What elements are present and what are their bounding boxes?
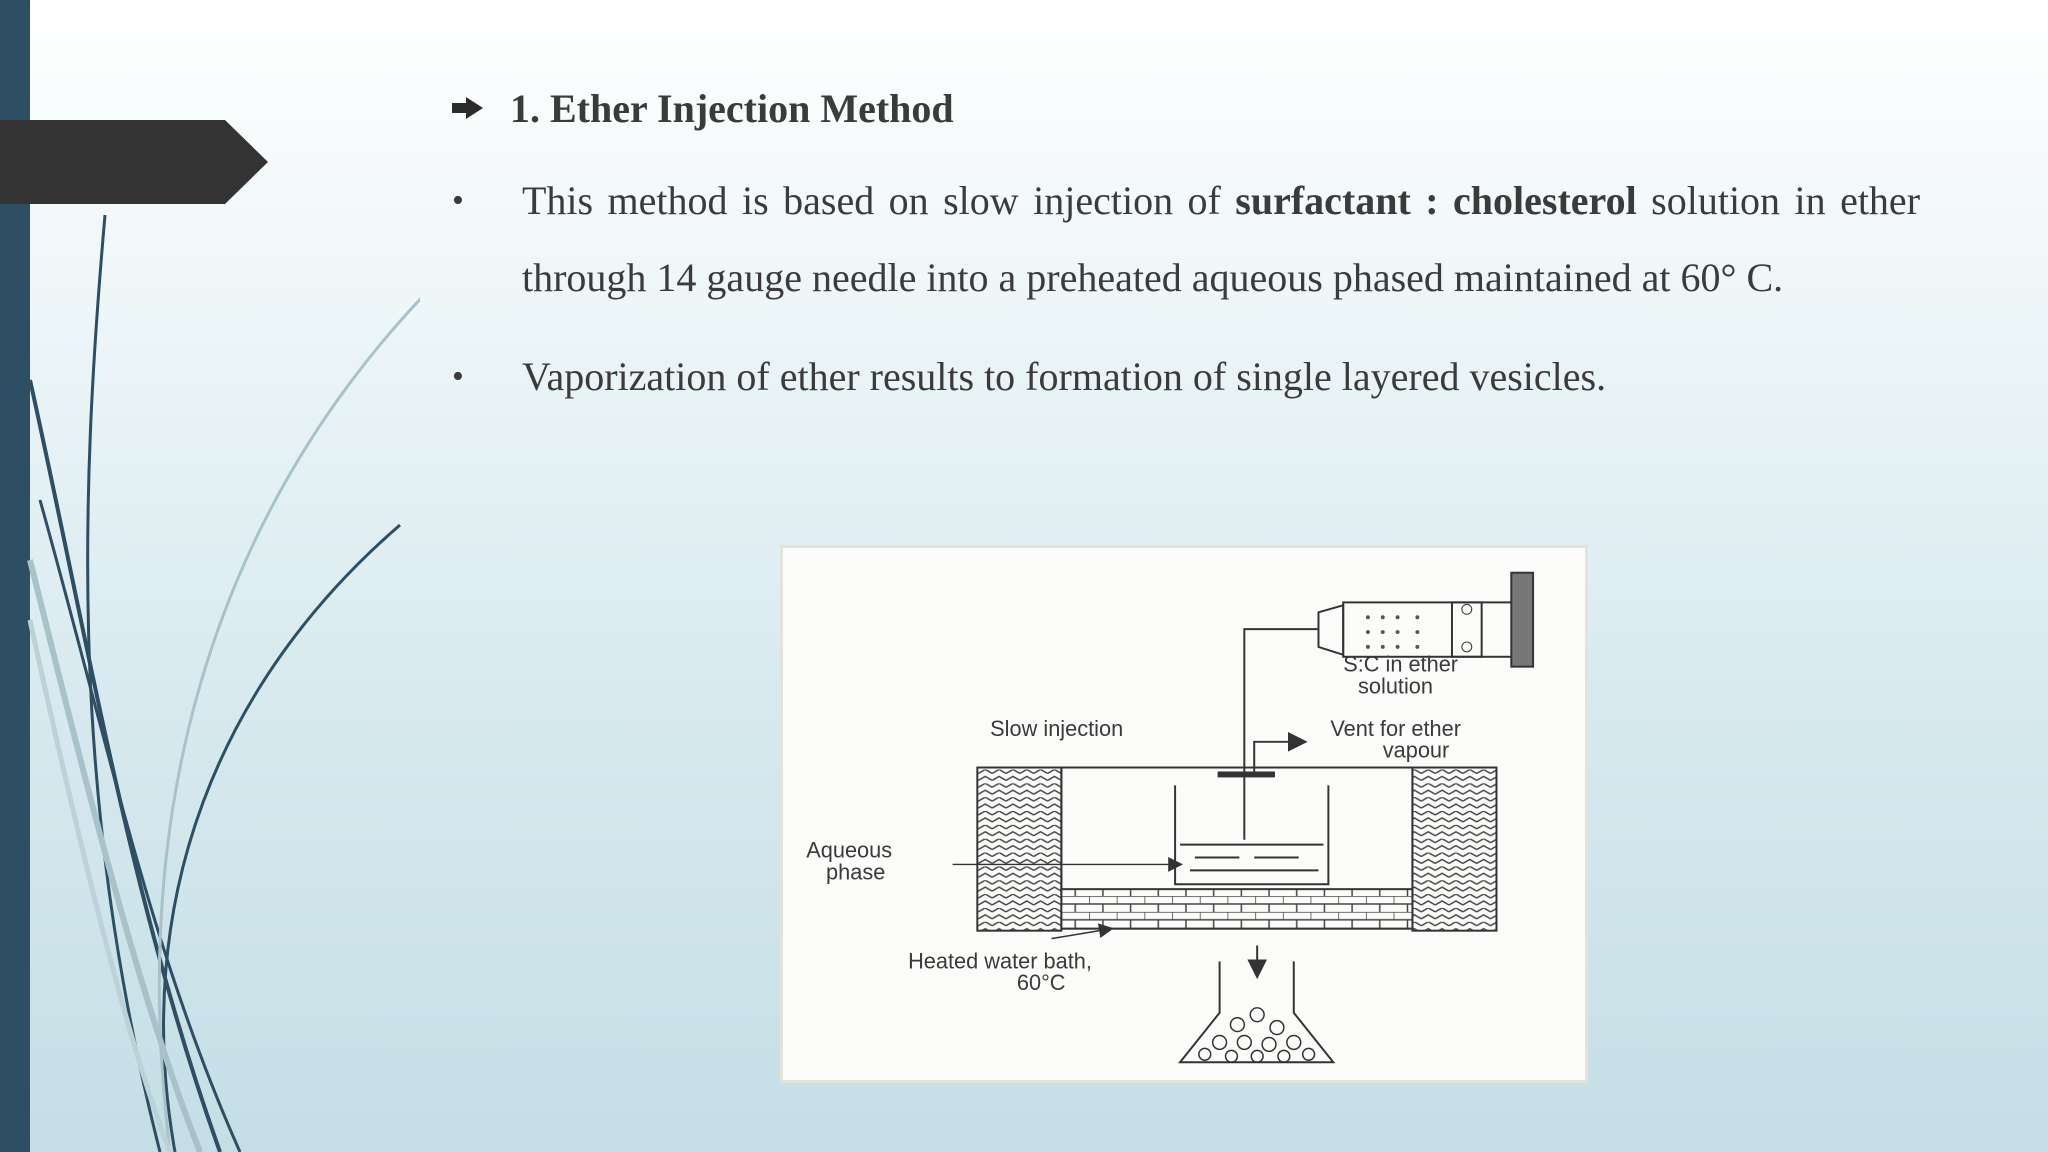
bullet-text: This method is based on slow injection o…	[522, 178, 1921, 300]
label-sc-solution: solution	[1358, 673, 1433, 698]
label-temperature: 60°C	[1017, 970, 1066, 995]
label-phase: phase	[826, 859, 885, 884]
slide-content: 1. Ether Injection Method • This method …	[440, 80, 1920, 437]
inner-vessel	[1174, 771, 1330, 886]
ether-injection-diagram: S:C in ether solution Slow injection Ven…	[780, 545, 1588, 1083]
bullet-dot: •	[452, 358, 464, 395]
bullet-text: Vaporization of ether results to formati…	[522, 354, 1607, 399]
label-heated-bath: Heated water bath,	[908, 948, 1092, 973]
bullet-item: • Vaporization of ether results to forma…	[440, 338, 1920, 415]
heading-row: 1. Ether Injection Method	[440, 80, 1920, 136]
arrow-bullet-icon	[452, 97, 483, 119]
bullet-dot: •	[452, 182, 464, 219]
collection-flask	[1177, 945, 1336, 1064]
diagram-drawing: S:C in ether solution Slow injection Ven…	[806, 571, 1535, 1064]
label-sc-ether: S:C in ether	[1343, 652, 1458, 677]
label-aqueous: Aqueous	[806, 838, 892, 863]
syringe	[1243, 571, 1535, 840]
bullet-item: • This method is based on slow injection…	[440, 162, 1920, 316]
decorative-swoosh-lines	[27, 214, 420, 1152]
bold-term: surfactant : cholesterol	[1235, 178, 1637, 223]
label-vent: Vent for ether	[1330, 716, 1461, 741]
label-vapour: vapour	[1383, 738, 1450, 763]
slide-title: 1. Ether Injection Method	[510, 85, 954, 131]
label-slow-injection: Slow injection	[990, 716, 1123, 741]
title-tab-arrow	[0, 120, 268, 204]
